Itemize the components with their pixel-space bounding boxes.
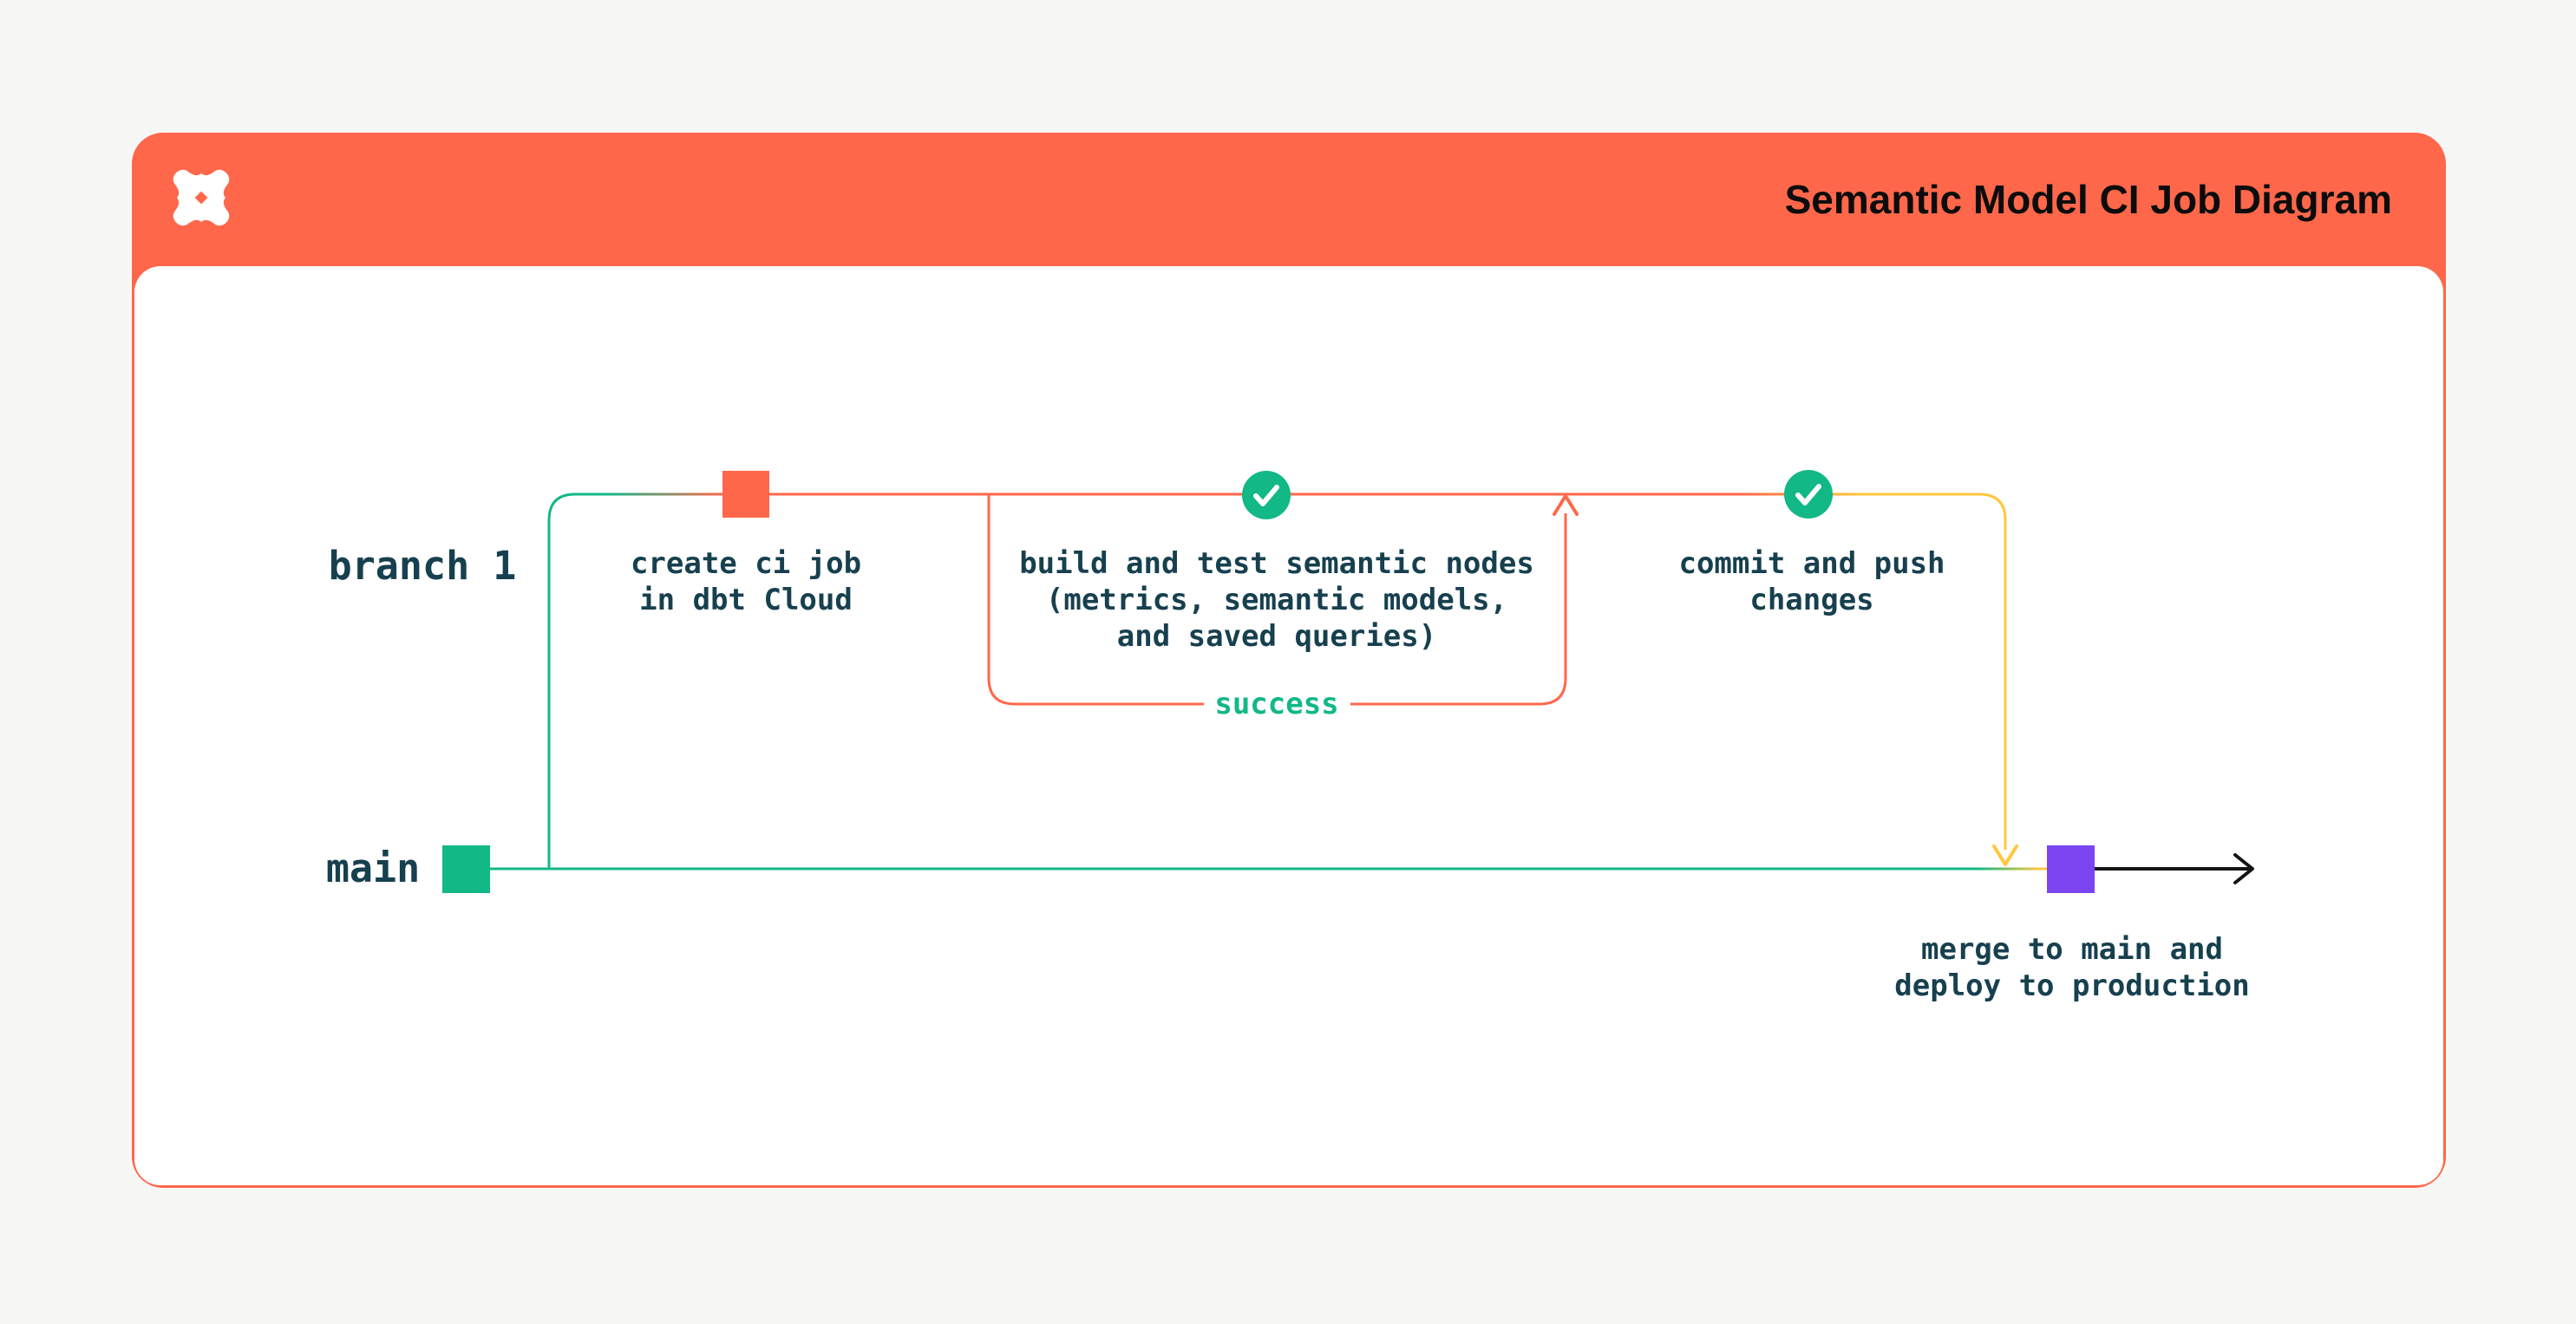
success-loop-line — [987, 494, 1567, 706]
dbt-logo-icon — [173, 169, 230, 226]
create-ci-job-commit-square — [722, 471, 769, 518]
merge-commit-square — [2047, 845, 2095, 893]
node-label-build-and-test: build and test semantic nodes (metrics, … — [1019, 546, 1534, 654]
node-label-merge-to-main: merge to main and deploy to production — [1894, 932, 2250, 1003]
main-label: main — [325, 845, 421, 891]
arrow-right-icon — [2233, 853, 2254, 884]
arrow-down-icon — [1992, 845, 2018, 866]
diagram-card: Semantic Model CI Job Diagram — [132, 133, 2446, 1188]
node-label-create-ci-job: create ci job in dbt Cloud — [630, 546, 862, 617]
card-body — [134, 266, 2443, 1185]
node-label-commit-and-push: commit and push changes — [1678, 546, 1945, 617]
check-icon — [1242, 471, 1291, 519]
arrow-up-icon — [1553, 494, 1579, 516]
card-header: Semantic Model CI Job Diagram — [132, 133, 2446, 266]
main-start-commit-square — [442, 845, 490, 893]
check-icon — [1784, 470, 1833, 519]
success-label: success — [1214, 687, 1339, 721]
branch-label: branch 1 — [328, 543, 517, 589]
page-title: Semantic Model CI Job Diagram — [1784, 177, 2392, 222]
